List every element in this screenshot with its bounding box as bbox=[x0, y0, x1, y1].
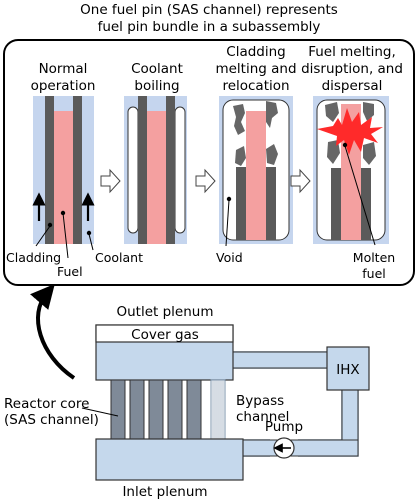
inlet-plenum-label: Inlet plenum bbox=[122, 484, 207, 500]
cladding-left bbox=[138, 96, 147, 244]
stage-2-pin bbox=[124, 96, 187, 244]
core-channel bbox=[129, 379, 145, 440]
fuel-region bbox=[147, 111, 166, 244]
stage-3-title-line-1: Cladding bbox=[226, 44, 285, 60]
stage-2-title-line-1: Coolant bbox=[131, 61, 183, 77]
molten-cladding-blob bbox=[235, 146, 246, 166]
reactor-core-label-line-1: Reactor core bbox=[4, 396, 89, 412]
reactor-core-leader bbox=[81, 407, 119, 417]
pin-stages-panel bbox=[3, 39, 415, 286]
core-channel bbox=[148, 379, 164, 440]
label-molten-line-2: fuel bbox=[362, 266, 386, 281]
molten-fuel-leader-dot bbox=[342, 142, 348, 148]
core-to-pin-arrow bbox=[30, 283, 76, 380]
cladding-stub-right bbox=[266, 167, 276, 240]
core-channels bbox=[110, 379, 226, 440]
stage-3-title: Cladding melting and relocation bbox=[215, 44, 296, 94]
ihx-box bbox=[326, 346, 370, 391]
label-molten-line-1: Molten bbox=[353, 250, 395, 265]
coolant-leader-dot bbox=[86, 230, 92, 236]
molten-fuel-splash bbox=[317, 108, 383, 155]
stage-2-title: Coolant boiling bbox=[131, 61, 183, 94]
molten-fuel-leader bbox=[344, 145, 376, 246]
core-channel bbox=[110, 379, 126, 440]
cladding-stub-right bbox=[361, 168, 371, 240]
upper-pipe-fill bbox=[232, 351, 328, 369]
fuel-leader bbox=[62, 212, 69, 259]
cladding-stub-left bbox=[331, 168, 341, 240]
vapor-bubble-left bbox=[127, 106, 139, 234]
stage-1-title: Normal operation bbox=[31, 61, 96, 94]
coolant-leader bbox=[88, 233, 94, 251]
molten-cladding-blob bbox=[363, 102, 374, 121]
cover-gas-box bbox=[95, 324, 234, 343]
cladding-stub-left bbox=[236, 167, 246, 240]
stage-3-pin bbox=[219, 96, 293, 244]
fuel-region bbox=[246, 111, 266, 240]
stage-4-title-line-1: Fuel melting, bbox=[308, 44, 396, 60]
label-coolant: Coolant bbox=[95, 250, 143, 265]
stage-arrow-2 bbox=[195, 168, 216, 194]
reactor-core-label-line-2: (SAS channel) bbox=[4, 412, 99, 428]
core-channel bbox=[167, 379, 183, 440]
stage-1-title-line-1: Normal bbox=[39, 61, 88, 77]
stage-3-title-line-3: relocation bbox=[222, 78, 289, 94]
molten-cladding-blob bbox=[266, 144, 278, 165]
title-line-2: fuel pin bundle in a subassembly bbox=[98, 19, 321, 35]
label-void: Void bbox=[216, 250, 243, 265]
stage-arrow-1 bbox=[100, 168, 121, 194]
molten-cladding-blob bbox=[325, 102, 339, 122]
stage-4-title-line-2: disruption, and bbox=[301, 61, 403, 77]
stage-4-title-line-3: dispersal bbox=[322, 78, 383, 94]
core-channel bbox=[186, 379, 202, 440]
stage-2-title-line-2: boiling bbox=[134, 78, 179, 94]
label-fuel: Fuel bbox=[57, 264, 83, 279]
stage-4-pin bbox=[313, 96, 389, 244]
void-leader-dot bbox=[226, 196, 232, 202]
cladding-right bbox=[73, 96, 82, 244]
molten-cladding-blob bbox=[327, 140, 340, 164]
vapor-bubble-right bbox=[174, 106, 186, 234]
void-leader bbox=[225, 199, 230, 247]
stage-4-title: Fuel melting, disruption, and dispersal bbox=[301, 44, 403, 94]
molten-cladding-blob bbox=[363, 142, 376, 165]
cladding-right bbox=[166, 96, 175, 244]
bypass-label-line-2: channel bbox=[236, 409, 289, 425]
bypass-stripes bbox=[212, 380, 224, 439]
fuel-region bbox=[54, 111, 73, 244]
outlet-plenum-label: Outlet plenum bbox=[116, 304, 213, 320]
lower-pipe-fill bbox=[242, 439, 359, 457]
fuel-leader-dot bbox=[60, 210, 66, 216]
pump-label: Pump bbox=[265, 419, 303, 435]
inlet-plenum bbox=[95, 438, 244, 481]
molten-cladding-blob bbox=[266, 101, 278, 128]
bypass-label-line-1: Bypass bbox=[236, 393, 284, 409]
stage-arrow-3 bbox=[290, 168, 311, 194]
ihx-label: IHX bbox=[336, 362, 359, 378]
stage-3-title-line-2: melting and bbox=[215, 61, 296, 77]
label-cladding: Cladding bbox=[6, 250, 61, 265]
stage-1-title-line-2: operation bbox=[31, 78, 96, 94]
molten-cladding-blob bbox=[233, 104, 245, 135]
title-line-1: One fuel pin (SAS channel) represents bbox=[80, 2, 338, 18]
cladding-leader bbox=[35, 225, 51, 247]
cladding-leader-dot bbox=[47, 222, 53, 228]
cladding-left bbox=[45, 96, 54, 244]
cover-gas-label: Cover gas bbox=[131, 327, 199, 343]
